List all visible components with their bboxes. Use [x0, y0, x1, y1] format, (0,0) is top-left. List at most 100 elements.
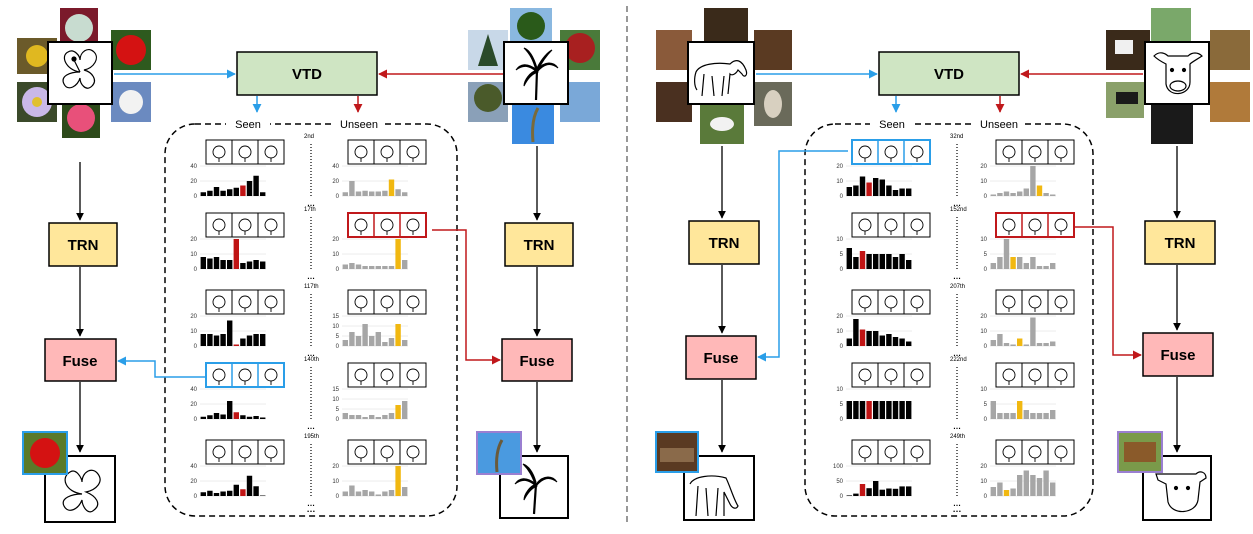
histogram-bar: [997, 413, 1003, 419]
histogram-bar: [1003, 343, 1010, 346]
histogram-bar: [1023, 188, 1029, 196]
histogram-bar: [349, 332, 355, 346]
unseen-selected-to-fuse-arrow: [432, 229, 501, 365]
y-tick-label: 0: [984, 267, 988, 273]
y-tick-label: 20: [980, 314, 987, 320]
rank-label: 249th: [950, 434, 965, 440]
histogram-bar: [853, 257, 859, 269]
y-tick-label: 20: [332, 464, 339, 470]
histogram-bar: [1017, 475, 1023, 496]
y-tick-label: 15: [332, 387, 339, 393]
y-tick-label: 10: [980, 179, 987, 185]
histogram-bar: [892, 337, 899, 346]
histogram-bar: [1050, 194, 1056, 196]
y-tick-label: 0: [840, 344, 844, 350]
histogram-bar: [846, 401, 852, 419]
y-tick-label: 100: [833, 464, 844, 470]
histogram-bar: [1017, 401, 1023, 419]
ellipsis-dots: …: [953, 349, 961, 358]
histogram-bar: [990, 340, 996, 346]
histogram-bar: [402, 260, 408, 269]
histogram-bar: [369, 415, 375, 419]
histogram-bar: [899, 188, 905, 196]
histogram-bar: [362, 324, 368, 346]
histogram-bar: [246, 335, 253, 346]
histogram-bar: [200, 416, 206, 419]
fuse-box-seen: [685, 335, 757, 380]
rank-label: 222nd: [950, 357, 967, 363]
histogram-bar: [906, 188, 912, 196]
histogram-bar: [395, 466, 401, 496]
histogram-bar: [997, 482, 1003, 496]
y-tick-label: 5: [336, 407, 340, 413]
histogram-bar: [859, 251, 866, 269]
histogram-bar: [906, 341, 912, 346]
histogram-bar: [892, 257, 899, 269]
histogram-bar: [1050, 482, 1056, 496]
y-tick-label: 20: [190, 314, 197, 320]
histogram-bar: [859, 401, 866, 419]
histogram-bar: [1050, 410, 1056, 419]
histogram-bar: [899, 254, 905, 269]
histogram-bar: [349, 263, 355, 269]
y-tick-label: 20: [190, 237, 197, 243]
histogram-bar: [227, 260, 233, 269]
histogram-bar: [873, 481, 879, 496]
histogram-bar: [342, 413, 348, 419]
y-tick-label: 0: [984, 417, 988, 423]
histogram-bar: [233, 344, 239, 346]
y-tick-label: 40: [332, 164, 339, 170]
histogram-bar: [342, 340, 348, 346]
histogram-bar: [1023, 470, 1029, 496]
histogram-bar: [886, 401, 892, 419]
histogram-bar: [1017, 191, 1023, 196]
histogram-bar: [1036, 413, 1043, 419]
histogram-bar: [260, 334, 266, 346]
histogram-bar: [1010, 193, 1016, 196]
histogram-bar: [220, 414, 226, 419]
y-tick-label: 10: [980, 237, 987, 243]
histogram-bar: [382, 190, 388, 196]
histogram-bar: [213, 335, 220, 346]
histogram-bar: [349, 415, 355, 419]
ellipsis-dots: …: [307, 272, 315, 281]
histogram-bar: [886, 334, 892, 346]
histogram-bar: [1043, 343, 1049, 346]
histogram-bar: [846, 248, 852, 269]
histogram-bar: [873, 254, 879, 269]
histogram-bar: [846, 187, 852, 196]
histogram-bar: [362, 490, 368, 496]
histogram-bar: [1050, 263, 1056, 269]
histogram-bar: [1030, 257, 1036, 269]
histogram-bar: [1036, 185, 1043, 196]
histogram-bar: [1010, 413, 1016, 419]
histogram-bar: [213, 413, 220, 419]
histogram-bar: [866, 331, 872, 346]
histogram-bar: [220, 491, 226, 496]
histogram-bar: [342, 192, 348, 196]
palm-tree-sketch-icon: [515, 47, 559, 101]
histogram-bar: [233, 484, 239, 496]
histogram-bar: [253, 260, 259, 269]
y-tick-label: 5: [984, 402, 988, 408]
histogram-bar: [207, 190, 213, 196]
histogram-bar: [369, 491, 375, 496]
histogram-bar: [1010, 344, 1016, 346]
unseen-query-sketch: [1144, 41, 1210, 105]
histogram-bar: [859, 484, 866, 496]
histogram-bar: [213, 493, 220, 496]
rank-label: 17th: [304, 207, 316, 213]
histogram-bar: [207, 334, 213, 346]
histogram-bar: [388, 179, 395, 196]
histogram-bar: [369, 336, 375, 346]
vtd-box: [878, 51, 1020, 96]
histogram-bar: [375, 191, 381, 196]
histogram-bar: [355, 336, 362, 346]
